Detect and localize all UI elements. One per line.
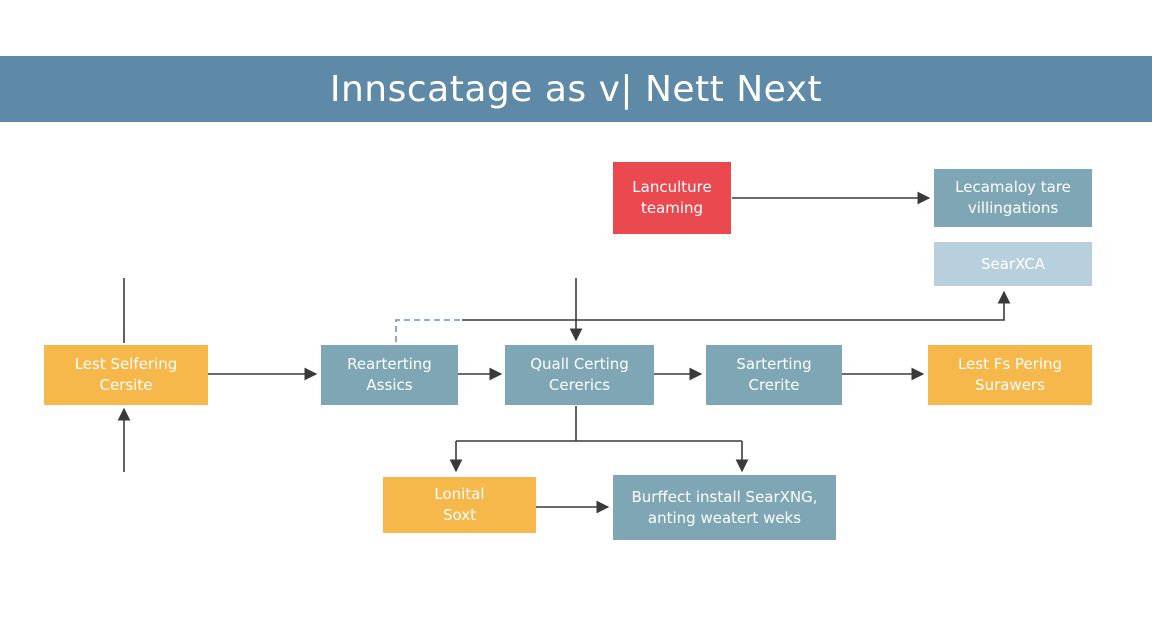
node-lanculture-label: Lanculture teaming <box>632 178 712 217</box>
node-quall-certing-label: Quall Certing Cererics <box>530 355 629 394</box>
node-rearterting-label: Rearterting Assics <box>347 355 432 394</box>
dashed-connector <box>395 319 462 342</box>
node-sarterting: Sarterting Crerite <box>706 345 842 405</box>
node-lest-selfering: Lest Selfering Cersite <box>44 345 208 405</box>
node-quall-certing: Quall Certing Cererics <box>505 345 654 405</box>
node-searxca: SearXCA <box>934 242 1092 286</box>
node-lest-selfering-label: Lest Selfering Cersite <box>74 355 178 394</box>
node-lest-fs-pering: Lest Fs Pering Surawers <box>928 345 1092 405</box>
page-title: Innscatage as v| Nett Next <box>329 68 823 110</box>
node-burffect-label: Burffect install SearXNG, anting weatert… <box>631 487 818 527</box>
node-burffect: Burffect install SearXNG, anting weatert… <box>613 475 836 540</box>
node-lanculture: Lanculture teaming <box>613 162 731 234</box>
node-lest-fs-pering-label: Lest Fs Pering Surawers <box>957 355 1063 394</box>
node-lonital: Lonital Soxt <box>383 477 536 533</box>
node-lecamaloy: Lecamaloy tare villingations <box>934 169 1092 227</box>
node-searxca-label: SearXCA <box>980 254 1046 273</box>
node-rearterting: Rearterting Assics <box>321 345 458 405</box>
node-sarterting-label: Sarterting Crerite <box>736 355 812 394</box>
arrow-to-searxca <box>462 290 1011 321</box>
title-banner: Innscatage as v| Nett Next <box>0 56 1152 122</box>
node-lonital-label: Lonital Soxt <box>434 485 485 524</box>
node-lecamaloy-label: Lecamaloy tare villingations <box>955 178 1071 217</box>
